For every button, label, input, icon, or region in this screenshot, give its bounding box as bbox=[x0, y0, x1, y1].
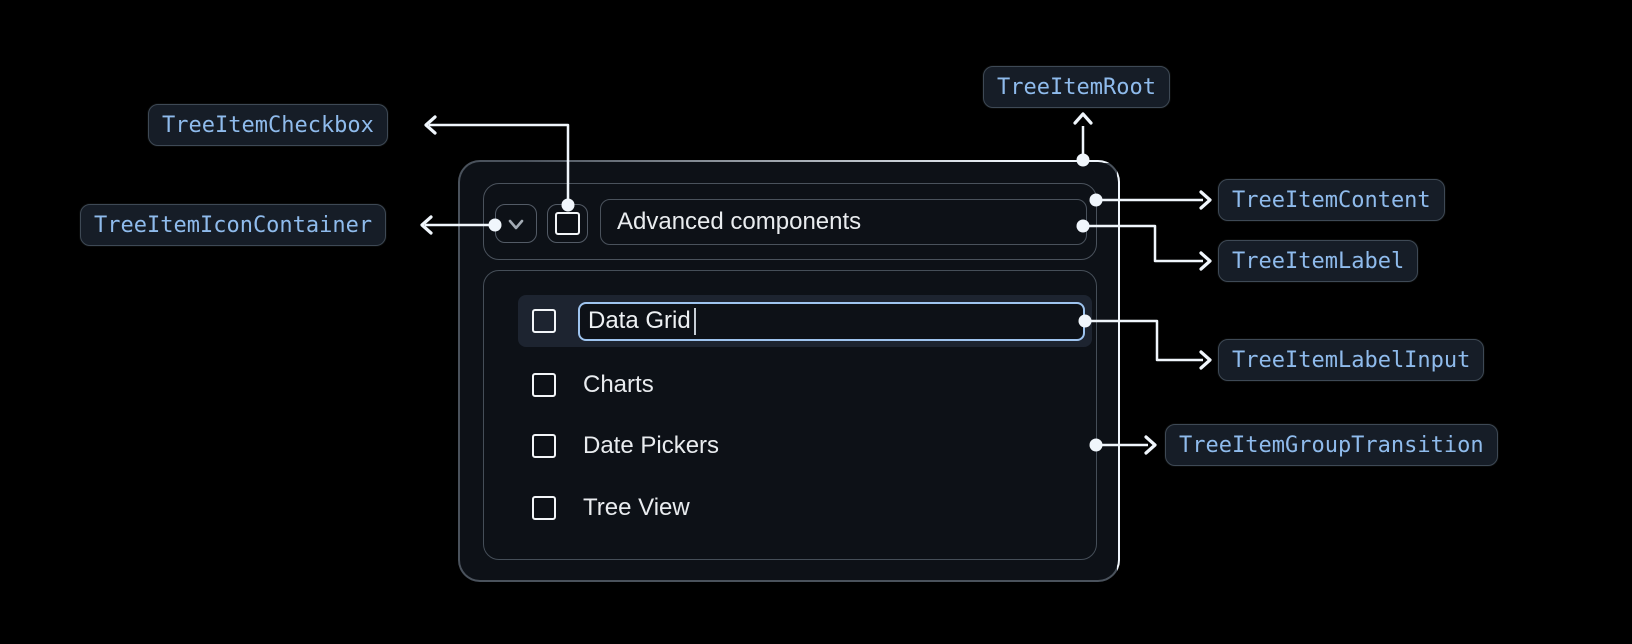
tree-item-label-input[interactable]: Data Grid bbox=[578, 301, 1085, 341]
tree-item-content[interactable] bbox=[483, 183, 1097, 260]
text-caret bbox=[693, 307, 696, 335]
arrow-left-icon bbox=[420, 215, 433, 235]
expand-collapse-button[interactable] bbox=[495, 204, 537, 243]
badge-tree-item-label: TreeItemLabel bbox=[1218, 240, 1419, 282]
arrow-right-icon bbox=[1199, 350, 1212, 370]
checkbox-unchecked-icon[interactable] bbox=[532, 309, 556, 333]
connector-tree-item-root bbox=[1073, 112, 1093, 167]
badge-tree-item-root: TreeItemRoot bbox=[983, 66, 1170, 108]
checkbox-unchecked-icon bbox=[555, 212, 580, 235]
arrow-right-icon bbox=[1199, 190, 1212, 210]
arrow-up-icon bbox=[1073, 112, 1093, 125]
checkbox-unchecked-icon[interactable] bbox=[532, 373, 556, 397]
checkbox-unchecked-icon[interactable] bbox=[532, 434, 556, 458]
tree-item-label-text: Tree View bbox=[583, 494, 690, 521]
badge-tree-item-label-input: TreeItemLabelInput bbox=[1218, 339, 1485, 381]
tree-item-checkbox[interactable] bbox=[547, 204, 588, 243]
chevron-down-icon bbox=[508, 219, 524, 229]
badge-tree-item-content: TreeItemContent bbox=[1218, 179, 1445, 221]
badge-tree-item-icon-container: TreeItemIconContainer bbox=[80, 204, 387, 246]
tree-item-label-text: Charts bbox=[583, 371, 654, 398]
parent-item-label: Advanced components bbox=[617, 208, 862, 235]
arrow-right-icon bbox=[1199, 251, 1212, 271]
tree-row-tree-view[interactable]: Tree View bbox=[518, 483, 1092, 533]
tree-item-group-transition bbox=[483, 270, 1097, 560]
checkbox-unchecked-icon[interactable] bbox=[532, 496, 556, 520]
arrow-right-icon bbox=[1144, 435, 1157, 455]
badge-tree-item-group-transition: TreeItemGroupTransition bbox=[1165, 424, 1498, 466]
tree-row-date-pickers[interactable]: Date Pickers bbox=[518, 421, 1092, 471]
tree-item-root-surface bbox=[460, 162, 1118, 580]
tree-item-root-panel bbox=[458, 160, 1120, 582]
tree-row-charts[interactable]: Charts bbox=[518, 360, 1092, 410]
arrow-left-icon bbox=[424, 115, 437, 135]
tree-item-label-text: Date Pickers bbox=[583, 432, 720, 459]
tree-row-editing[interactable]: Data Grid bbox=[518, 295, 1092, 347]
badge-tree-item-checkbox: TreeItemCheckbox bbox=[148, 104, 388, 146]
tree-item-label[interactable]: Advanced components bbox=[600, 199, 1087, 245]
label-input-value: Data Grid bbox=[588, 307, 691, 334]
